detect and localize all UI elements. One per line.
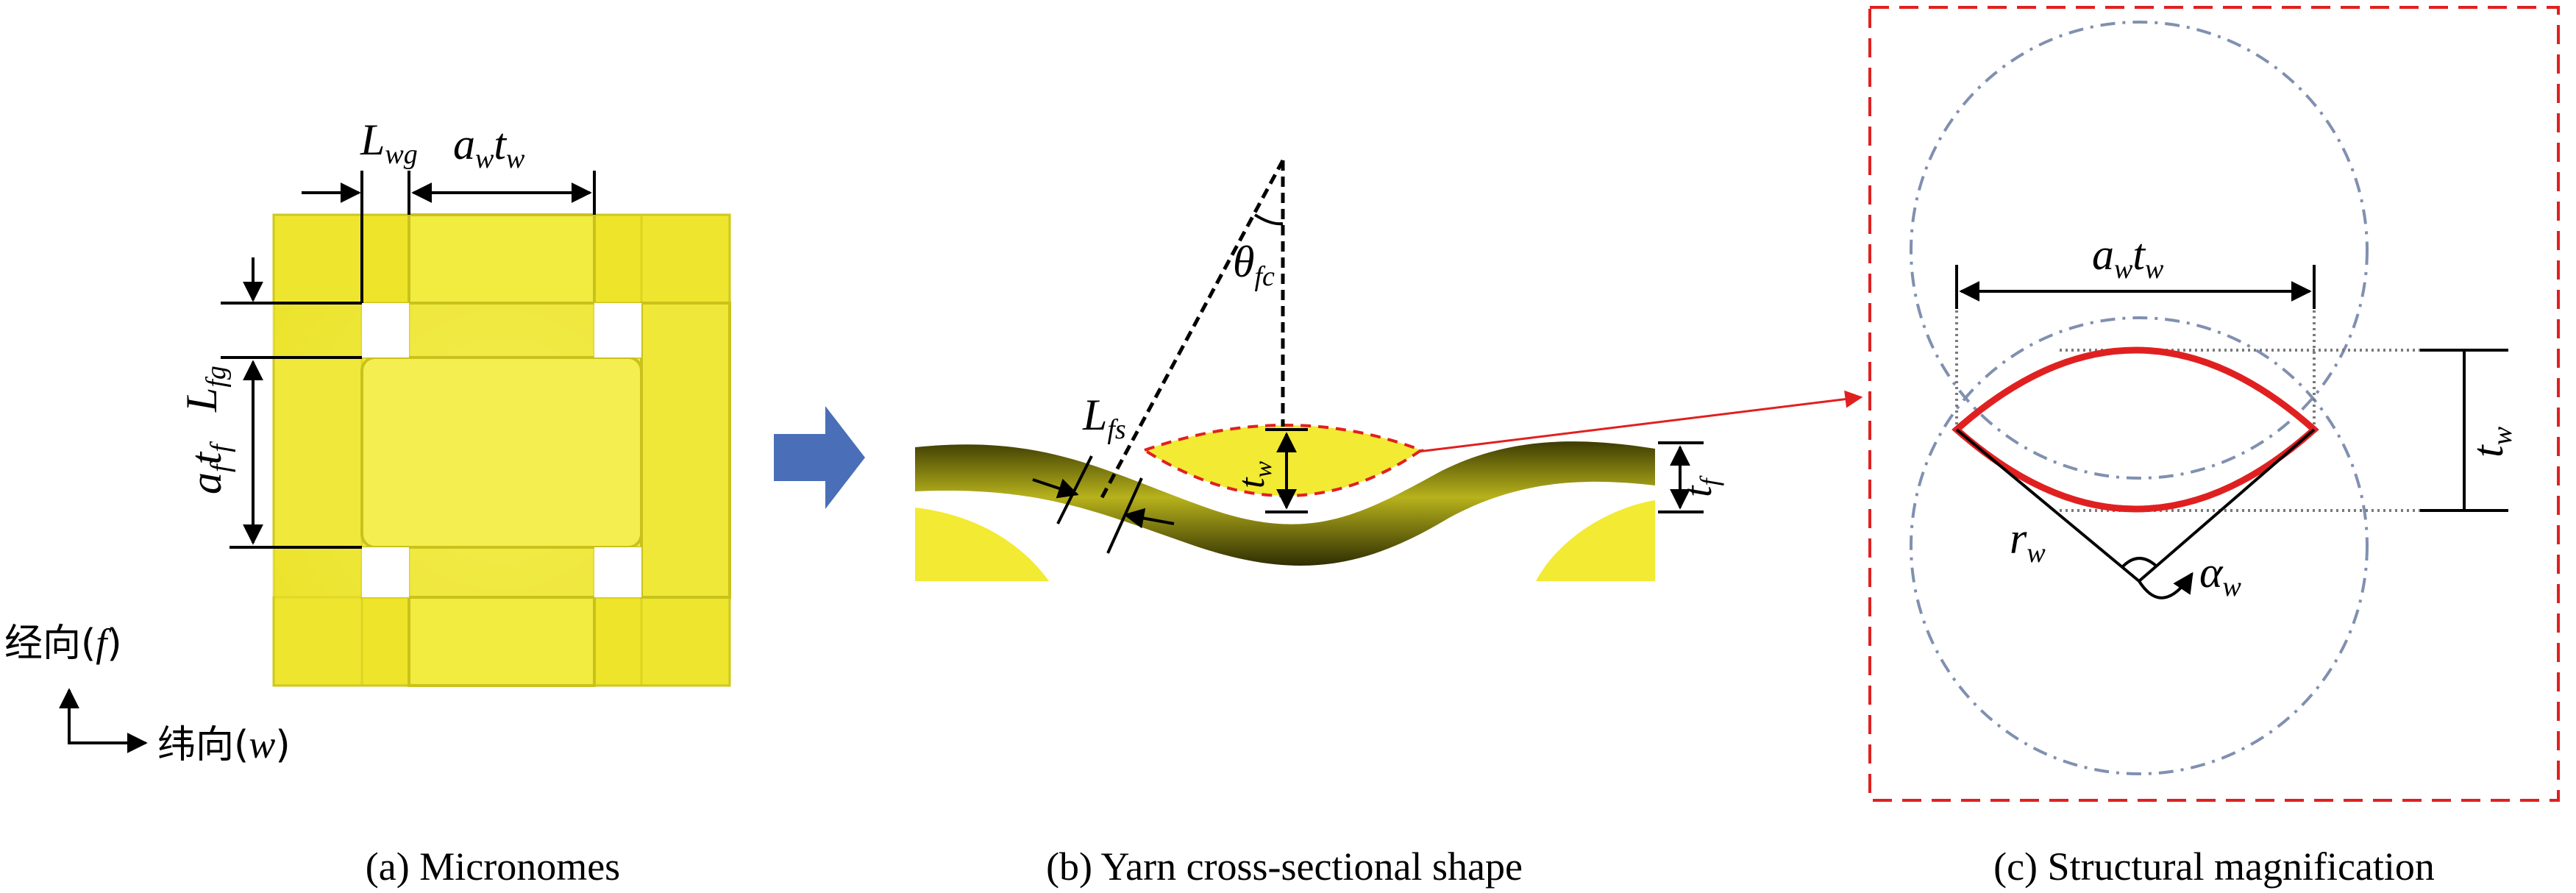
awtw-tsub: w — [506, 143, 525, 174]
weft-yarn-right-section — [1536, 471, 1655, 581]
crossover-top — [408, 213, 596, 305]
awtw-c-t: t — [2132, 230, 2146, 279]
svg-text:αw: αw — [2199, 548, 2242, 602]
svg-text:tf: tf — [1675, 474, 1724, 497]
gap-bottom-left — [362, 547, 409, 597]
rw-sub: w — [2027, 538, 2046, 569]
warp-direction-label: 经向(f) — [4, 621, 122, 666]
dim-tf: tf — [1658, 441, 1724, 513]
svg-text:awtw: awtw — [453, 120, 525, 174]
gap-bottom-right — [594, 547, 641, 597]
Lwg-sub: wg — [385, 139, 417, 170]
caption-a: (a) Micronomes — [366, 844, 620, 889]
Lfs-sub: fs — [1107, 414, 1125, 445]
gap-top-right — [594, 303, 641, 357]
gap-top-left — [362, 303, 409, 357]
awtw-asub: w — [475, 143, 494, 174]
alpha-sub: w — [2223, 572, 2242, 602]
aftf-tsub: f — [205, 441, 236, 452]
alpha-arc — [2121, 557, 2158, 568]
awtw-c-asub: w — [2114, 254, 2133, 285]
awtw-c-a: a — [2092, 230, 2114, 279]
svg-text:Lfg: Lfg — [177, 366, 232, 413]
tw-c-main: t — [2463, 444, 2512, 458]
svg-text:Lwg: Lwg — [360, 115, 418, 170]
svg-text:awtw: awtw — [2092, 230, 2164, 285]
woven-unit-cell — [272, 213, 731, 687]
dim-aftf: aftf — [182, 360, 362, 549]
svg-text:rw: rw — [2010, 514, 2046, 569]
radius-line-right — [2138, 428, 2316, 583]
awtw-a: a — [453, 120, 475, 168]
tf-sub: f — [1695, 474, 1724, 485]
Lfs-main: L — [1082, 391, 1107, 439]
yarn-lens-outline — [1951, 346, 2319, 513]
Lwg-main: L — [360, 115, 385, 164]
transition-arrow-icon — [774, 406, 865, 509]
dim-awtw-top: awtw — [408, 120, 596, 215]
svg-text:tw: tw — [2463, 426, 2518, 458]
alpha-main: α — [2199, 548, 2224, 597]
theta-sub: fc — [1254, 261, 1275, 292]
tw-b-main: t — [1231, 477, 1273, 488]
Lfg-sub: fg — [201, 366, 232, 388]
caption-c: (c) Structural magnification — [1993, 844, 2435, 889]
svg-text:θfc: θfc — [1233, 238, 1275, 292]
panel-b-yarn-cross-section: θfc Lfs tw tf — [915, 159, 1863, 889]
panel-c-structural-magnification: awtw tw rw αw (c) Structural magnificati… — [1868, 6, 2560, 889]
dim-awtw-c: awtw — [1955, 230, 2316, 309]
svg-text:tw: tw — [1231, 461, 1277, 488]
dim-Lfg: Lfg — [177, 257, 362, 413]
Lfg-main: L — [177, 388, 226, 413]
svg-text:Lfs: Lfs — [1082, 391, 1126, 445]
crossover-center — [360, 356, 643, 549]
weft-yarn-left-section — [915, 450, 1049, 581]
tw-b-sub: w — [1250, 461, 1277, 478]
dim-Lfs: Lfs — [1032, 391, 1175, 554]
magnification-frame — [1868, 6, 2560, 802]
magnification-pointer — [1417, 390, 1863, 453]
awtw-t: t — [494, 120, 507, 168]
radius-line-left — [1955, 428, 2141, 583]
rw-main: r — [2010, 514, 2027, 563]
projection-lines — [1955, 281, 2442, 512]
crossover-right — [640, 302, 731, 599]
awtw-c-tsub: w — [2145, 254, 2164, 285]
aftf-a: a — [182, 472, 230, 494]
dim-tw-lens: tw — [1231, 428, 1308, 513]
upper-circle-dashdot — [1910, 21, 2369, 480]
tf-main: t — [1675, 485, 1721, 497]
theta-arc — [1253, 213, 1284, 226]
dim-tw-c: tw — [2420, 349, 2518, 512]
warp-yarn-left — [272, 213, 363, 687]
svg-text:aftf: aftf — [182, 441, 236, 494]
twisted-warp-yarn — [915, 441, 1655, 566]
panel-a-micronomes: Lwg awtw Lfg aftf — [177, 115, 731, 889]
dim-Lwg: Lwg — [302, 115, 418, 303]
lower-circle-dashdot — [1910, 316, 2369, 775]
direction-axes: 经向(f) 纬向(w) — [4, 621, 291, 767]
tw-c-sub: w — [2487, 426, 2518, 445]
caption-b: (b) Yarn cross-sectional shape — [1046, 844, 1523, 889]
alpha-pointer — [2138, 572, 2193, 600]
crossover-bottom — [408, 596, 596, 687]
weft-direction-label: 纬向(w) — [157, 722, 291, 767]
aftf-t: t — [182, 451, 230, 464]
theta-main: θ — [1233, 238, 1254, 286]
